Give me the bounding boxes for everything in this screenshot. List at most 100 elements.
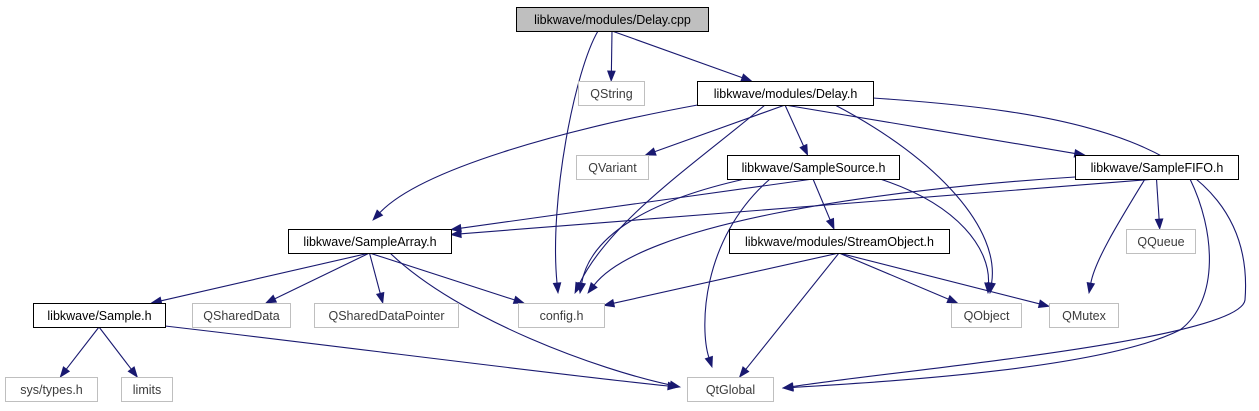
edge-samplesource_h-to-streamobject_h	[812, 178, 835, 231]
edge-samplefifo_h-to-samplearray_h	[449, 178, 1157, 239]
node-label: libkwave/modules/Delay.cpp	[534, 13, 691, 27]
node-label: limits	[133, 383, 161, 397]
edge-line	[611, 30, 743, 79]
node-box	[729, 229, 950, 254]
node-label: libkwave/modules/Delay.h	[714, 87, 858, 101]
edge-arrowhead	[449, 229, 462, 239]
edge-arrowhead	[59, 366, 71, 378]
node-qmutex: QMutex	[1049, 303, 1119, 328]
node-box	[516, 7, 709, 32]
edge-arrowhead	[372, 209, 384, 221]
node-label: sys/types.h	[20, 383, 83, 397]
node-box	[1075, 155, 1239, 180]
node-sample-h[interactable]: libkwave/Sample.h	[33, 303, 166, 328]
node-delay-h[interactable]: libkwave/modules/Delay.h	[697, 81, 874, 106]
edge-line	[792, 97, 1247, 388]
node-box	[288, 229, 452, 254]
edge-arrowhead	[552, 282, 562, 295]
edge-streamobject_h-to-qobject	[838, 252, 959, 304]
edge-line	[784, 104, 1075, 154]
edge-line	[274, 252, 370, 300]
edge-arrowhead	[264, 294, 278, 304]
node-label: libkwave/modules/StreamObject.h	[745, 235, 934, 249]
node-label: QSharedData	[203, 309, 279, 323]
edge-line	[554, 30, 599, 284]
edge-line	[369, 252, 515, 301]
edge-arrowhead	[738, 366, 750, 378]
node-label: QQueue	[1137, 235, 1184, 249]
node-box	[1126, 229, 1196, 254]
edge-line	[613, 252, 840, 304]
node-box	[192, 303, 291, 328]
edge-streamobject_h-to-qmutex	[838, 252, 1051, 308]
edge-line	[838, 252, 1040, 305]
edge-line	[1090, 178, 1146, 284]
edge-delay_cpp-to-qstring	[607, 30, 616, 83]
edge-arrowhead	[512, 295, 525, 304]
edge-line	[704, 178, 771, 358]
node-qstring: QString	[578, 81, 645, 106]
node-box	[578, 81, 645, 106]
edge-arrowhead	[587, 282, 598, 294]
node-label: libkwave/SampleSource.h	[742, 161, 886, 175]
edge-line	[838, 252, 949, 300]
node-streamobject-h[interactable]: libkwave/modules/StreamObject.h	[729, 229, 950, 254]
edge-sample_h-to-limits	[98, 326, 138, 378]
edge-sample_h-to-sys_types_h	[59, 326, 100, 378]
node-label: config.h	[540, 309, 584, 323]
node-box	[314, 303, 459, 328]
edge-arrowhead	[1154, 218, 1164, 231]
edge-samplefifo_h-to-qmutex	[1086, 178, 1146, 295]
node-samplesource-h[interactable]: libkwave/SampleSource.h	[727, 155, 900, 180]
node-box	[1049, 303, 1119, 328]
node-samplefifo-h[interactable]: libkwave/SampleFIFO.h	[1075, 155, 1239, 180]
node-label: QMutex	[1062, 309, 1107, 323]
edge-arrowhead	[946, 294, 959, 304]
edge-line	[745, 252, 840, 370]
node-delay-cpp[interactable]: libkwave/modules/Delay.cpp	[516, 7, 709, 32]
node-label: QSharedDataPointer	[328, 309, 444, 323]
edge-arrowhead	[375, 291, 385, 305]
edge-arrowhead	[667, 381, 680, 391]
node-label: libkwave/SampleArray.h	[303, 235, 436, 249]
node-qqueue: QQueue	[1126, 229, 1196, 254]
node-box	[727, 155, 900, 180]
edge-arrowhead	[825, 217, 835, 231]
node-box	[687, 377, 774, 402]
dependency-edges	[59, 30, 1247, 392]
edge-line	[581, 178, 746, 284]
edge-line	[460, 178, 1157, 235]
node-limits: limits	[121, 377, 173, 402]
edge-samplefifo_h-to-config_h	[587, 176, 1076, 294]
edge-delay_h-to-qvariant	[644, 104, 786, 156]
edge-arrowhead	[127, 366, 138, 378]
edge-line	[784, 104, 805, 147]
node-config-h: config.h	[518, 303, 605, 328]
node-box	[121, 377, 173, 402]
edge-line	[65, 326, 100, 370]
edge-line	[654, 104, 786, 153]
edge-samplesource_h-to-samplearray_h	[449, 178, 814, 233]
edge-arrowhead	[799, 143, 809, 157]
node-box	[33, 303, 166, 328]
edge-samplearray_h-to-sample_h	[150, 252, 370, 305]
edge-line	[368, 252, 381, 294]
node-qobject: QObject	[951, 303, 1022, 328]
node-box	[518, 303, 605, 328]
node-qvariant: QVariant	[576, 155, 649, 180]
node-samplearray-h[interactable]: libkwave/SampleArray.h	[288, 229, 452, 254]
node-label: QString	[590, 87, 632, 101]
edge-delay_cpp-to-delay_h	[611, 30, 753, 82]
edge-arrowhead	[984, 282, 993, 295]
node-qshareddata: QSharedData	[192, 303, 291, 328]
node-box	[951, 303, 1022, 328]
edge-arrowhead	[740, 73, 753, 82]
edge-delay_cpp-to-config_h	[552, 30, 599, 295]
node-label: QVariant	[588, 161, 637, 175]
edge-arrowhead	[1086, 282, 1096, 295]
edge-arrowhead	[607, 70, 616, 83]
node-box	[697, 81, 874, 106]
node-label: libkwave/Sample.h	[47, 309, 151, 323]
